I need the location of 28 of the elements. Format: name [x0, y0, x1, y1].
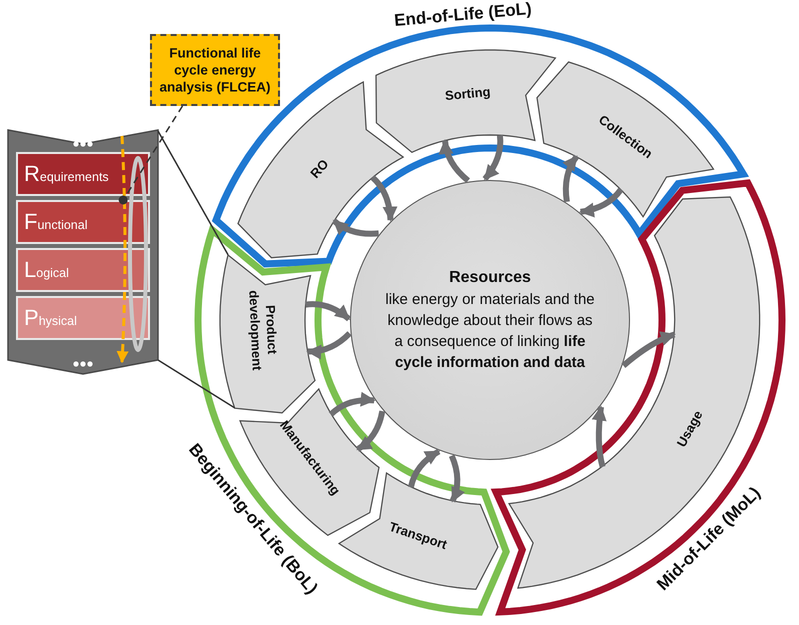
arrow — [439, 139, 470, 183]
arrow — [305, 301, 351, 322]
level-label: Physical — [24, 305, 77, 331]
arrow — [482, 135, 504, 181]
arrow — [306, 331, 352, 360]
stage-label: Product development — [244, 288, 281, 373]
arrow — [408, 448, 440, 488]
stage-label: RO — [306, 156, 332, 182]
arrow — [448, 454, 465, 503]
level-box — [16, 200, 150, 244]
band-title: End-of-Life (EoL) — [394, 0, 533, 32]
level-box — [16, 152, 150, 196]
circle-heading: Resources — [448, 268, 532, 288]
level-box — [16, 296, 150, 340]
arrow — [356, 410, 386, 452]
callout-text: Functional life cycle energy analysis (FLCEA) — [158, 44, 272, 96]
stage-label: Sorting — [444, 83, 492, 104]
level-label: Functional — [24, 209, 88, 235]
arrow — [332, 218, 379, 237]
leader-line — [118, 106, 184, 204]
zoom-line — [157, 130, 229, 256]
arrow — [562, 154, 580, 202]
arrow — [592, 406, 607, 468]
circle-text: like energy or materials and the knowledge about their flows as a consequence of linking life cycle information and data — [384, 290, 596, 373]
callout-box — [150, 34, 280, 106]
level-label: Requirements — [24, 161, 109, 187]
level-label: Logical — [24, 257, 69, 283]
level-box — [16, 248, 150, 292]
